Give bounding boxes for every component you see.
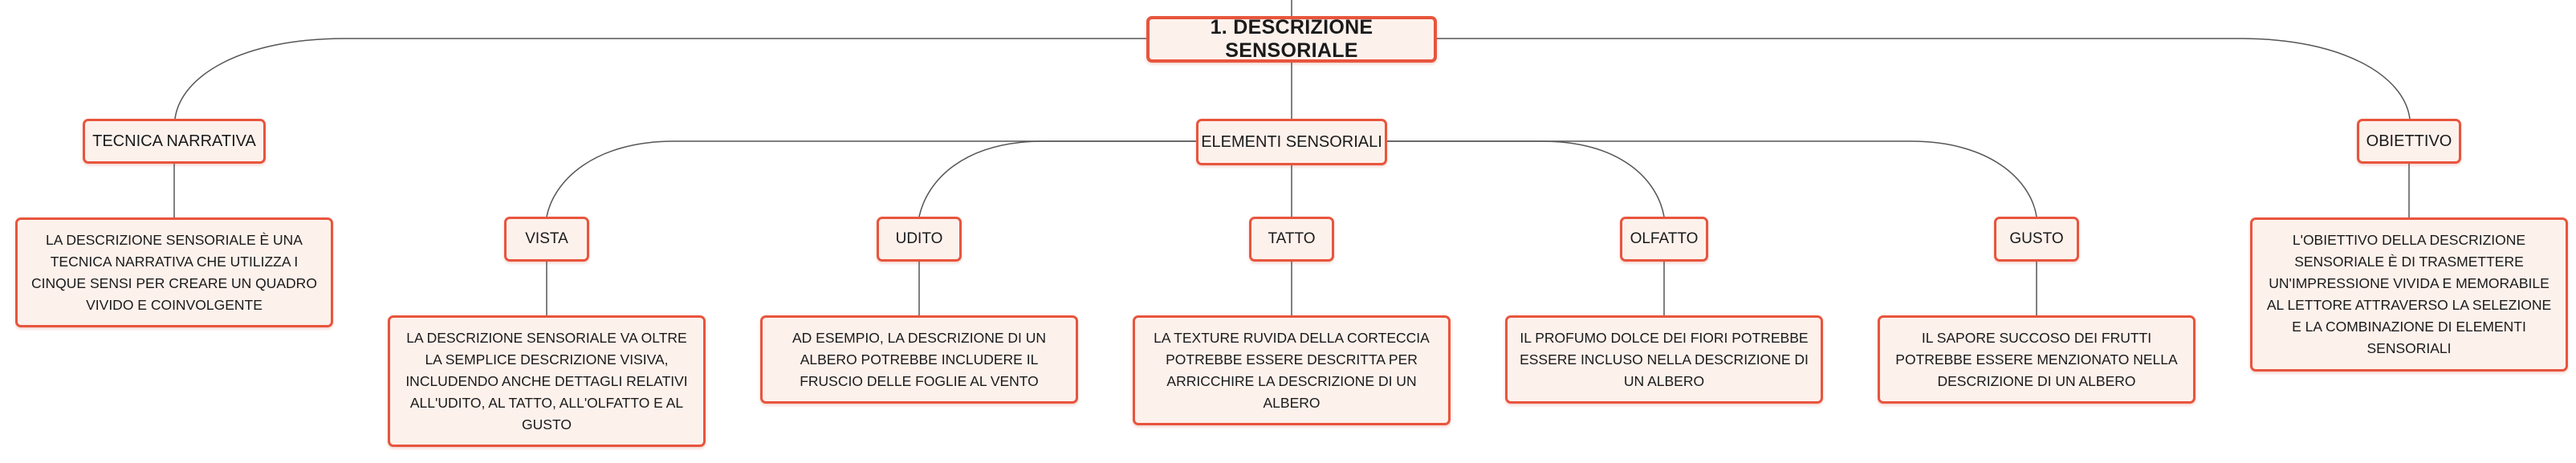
udito-label: UDITO <box>895 230 943 247</box>
root-node-label: 1. DESCRIZIONE SENSORIALE <box>1210 16 1373 62</box>
vista-desc-text: LA DESCRIZIONE SENSORIALE VA OLTRE LA SE… <box>405 329 688 433</box>
elementi-sensoriali-label: ELEMENTI SENSORIALI <box>1201 132 1382 151</box>
connector-root-tecnica <box>174 38 1146 120</box>
udito-node[interactable]: UDITO <box>877 217 962 262</box>
elementi-sensoriali-node[interactable]: ELEMENTI SENSORIALI <box>1196 119 1387 165</box>
olfatto-label: OLFATTO <box>1630 230 1699 247</box>
vista-label: VISTA <box>525 230 568 247</box>
connector-elementi-olfatto <box>1387 140 1665 217</box>
obiettivo-node[interactable]: OBIETTIVO <box>2357 119 2461 164</box>
gusto-node[interactable]: GUSTO <box>1994 217 2079 262</box>
gusto-desc-node[interactable]: IL SAPORE SUCCOSO DEI FRUTTI POTREBBE ES… <box>1878 315 2196 404</box>
tecnica-narrativa-desc-node[interactable]: LA DESCRIZIONE SENSORIALE È UNA TECNICA … <box>15 217 333 327</box>
connector-root-obiettivo <box>1437 38 2411 120</box>
olfatto-node[interactable]: OLFATTO <box>1620 217 1708 262</box>
udito-desc-node[interactable]: AD ESEMPIO, LA DESCRIZIONE DI UN ALBERO … <box>760 315 1078 404</box>
connector-elementi-udito <box>918 140 1196 217</box>
tatto-desc-node[interactable]: LA TEXTURE RUVIDA DELLA CORTECCIA POTREB… <box>1133 315 1451 425</box>
gusto-desc-text: IL SAPORE SUCCOSO DEI FRUTTI POTREBBE ES… <box>1895 329 2178 389</box>
tatto-label: TATTO <box>1268 230 1316 247</box>
obiettivo-label: OBIETTIVO <box>2366 132 2452 150</box>
obiettivo-desc-node[interactable]: L'OBIETTIVO DELLA DESCRIZIONE SENSORIALE… <box>2250 217 2568 372</box>
root-node[interactable]: 1. DESCRIZIONE SENSORIALE <box>1146 16 1437 63</box>
olfatto-desc-node[interactable]: IL PROFUMO DOLCE DEI FIORI POTREBBE ESSE… <box>1505 315 1823 404</box>
udito-desc-text: AD ESEMPIO, LA DESCRIZIONE DI UN ALBERO … <box>792 329 1047 389</box>
tecnica-narrativa-label: TECNICA NARRATIVA <box>92 132 256 150</box>
tecnica-narrativa-desc-text: LA DESCRIZIONE SENSORIALE È UNA TECNICA … <box>31 231 317 313</box>
vista-desc-node[interactable]: LA DESCRIZIONE SENSORIALE VA OLTRE LA SE… <box>388 315 706 447</box>
tatto-node[interactable]: TATTO <box>1249 217 1334 262</box>
tatto-desc-text: LA TEXTURE RUVIDA DELLA CORTECCIA POTREB… <box>1154 329 1430 411</box>
connector-elementi-gusto <box>1387 140 2037 217</box>
obiettivo-desc-text: L'OBIETTIVO DELLA DESCRIZIONE SENSORIALE… <box>2266 232 2552 356</box>
olfatto-desc-text: IL PROFUMO DOLCE DEI FIORI POTREBBE ESSE… <box>1520 329 1809 389</box>
connector-elementi-vista <box>546 140 1196 217</box>
vista-node[interactable]: VISTA <box>504 217 589 262</box>
tecnica-narrativa-node[interactable]: TECNICA NARRATIVA <box>83 119 266 164</box>
gusto-label: GUSTO <box>2009 230 2064 247</box>
